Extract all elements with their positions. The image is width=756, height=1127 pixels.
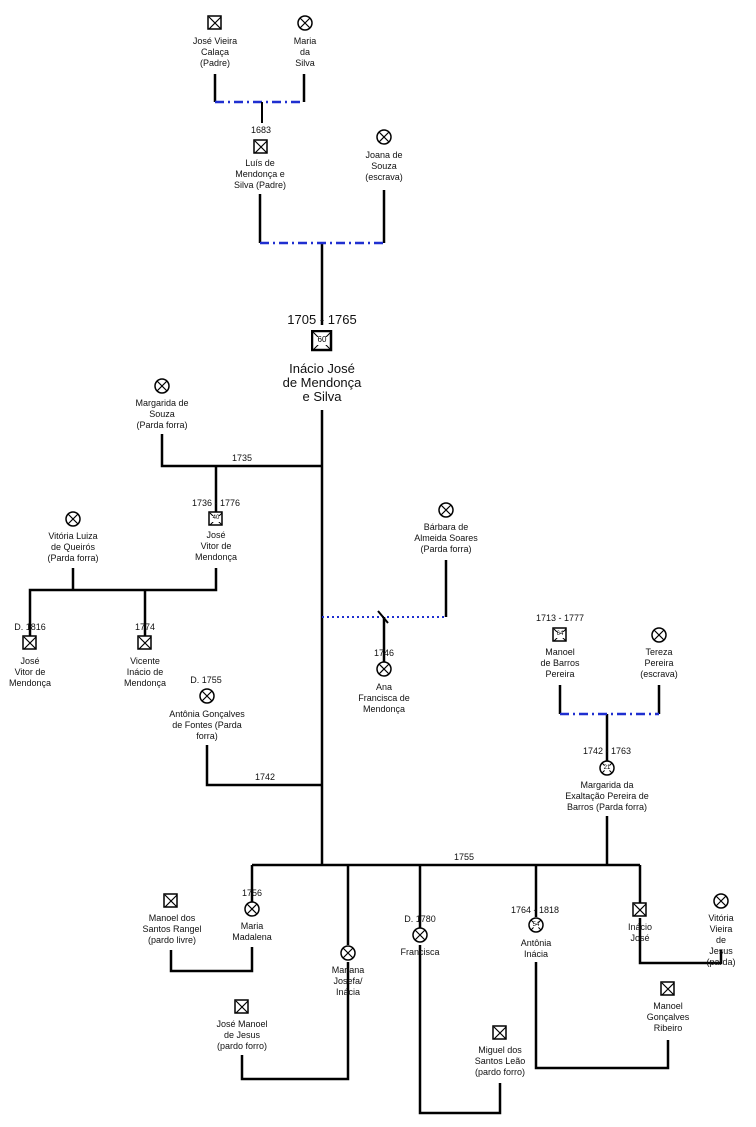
name-mariana: Mariana Josefa/ Inácia	[331, 965, 365, 997]
name-antonia-inacia: Antônia Inácia	[520, 938, 552, 959]
female-deceased-symbol-margarida-souza	[154, 378, 170, 399]
name-margarida-souza: Margarida de Souza (Parda forra)	[135, 398, 189, 430]
name-barbara: Bárbara de Almeida Soares (Parda forra)	[414, 522, 478, 554]
female-deceased-symbol-tereza	[651, 627, 667, 648]
name-jose-manoel: José Manoel de Jesus (pardo forro)	[216, 1019, 268, 1051]
male-deceased-symbol-manoel-gr	[660, 981, 676, 1002]
female-deceased-symbol-maria-madalena	[244, 901, 260, 922]
female-deceased-symbol-margarida-ex: 21	[599, 760, 615, 781]
marriage-date-1755: 1755	[453, 852, 475, 862]
female-deceased-symbol-mariana	[340, 945, 356, 966]
name-jose-vieira: José Vieira Calaça (Padre)	[192, 36, 238, 68]
dates-jose-vitor: 1736 - 1776	[191, 498, 241, 508]
dates-manoel-bp: 1713 - 1777	[535, 613, 585, 623]
male-deceased-symbol-jose-vitor: 40	[208, 511, 224, 532]
male-deceased-symbol-inacio-jose	[632, 902, 648, 923]
name-vitoria-vieira: Vitória Vieira de Jesus (parda)	[706, 913, 736, 967]
name-manoel-sr: Manoel dos Santos Rangel (pardo livre)	[142, 913, 202, 945]
age-label: 64	[556, 631, 564, 637]
dates-antonia-inacia: 1764 - 1818	[510, 905, 560, 915]
name-ana: Ana Francisca de Mendonça	[358, 682, 410, 714]
female-deceased-symbol-antonia-gf	[199, 688, 215, 709]
male-deceased-symbol-manoel-bp: 64	[552, 627, 568, 648]
female-deceased-symbol-vitoria-vieira	[713, 893, 729, 914]
dates-vicente: 1774	[134, 622, 156, 632]
name-jose-vitor-jr: José Vitor de Mendonça	[8, 656, 52, 688]
age-label: 60	[317, 335, 327, 344]
name-jose-vitor: José Vitor de Mendonça	[194, 530, 238, 562]
male-deceased-symbol-miguel	[492, 1025, 508, 1046]
dates-jose-vitor-jr: D. 1816	[14, 622, 46, 632]
name-tereza: Tereza Pereira (escrava)	[640, 647, 678, 679]
name-manoel-bp: Manoel de Barros Pereira	[540, 647, 580, 679]
name-vicente: Vicente Inácio de Mendonça	[123, 656, 167, 688]
age-label: 21	[603, 765, 611, 771]
male-deceased-symbol-manoel-sr	[163, 893, 179, 914]
name-margarida-ex: Margarida da Exaltação Pereira de Barros…	[565, 780, 649, 812]
dates-maria-madalena: 1756	[241, 888, 263, 898]
male-deceased-symbol-luis	[253, 139, 269, 160]
female-deceased-symbol-barbara	[438, 502, 454, 523]
name-joana: Joana de Souza (escrava)	[365, 150, 403, 182]
female-deceased-symbol-maria-silva	[297, 15, 313, 36]
male-deceased-symbol-inacio: 60	[310, 329, 333, 357]
dates-inacio: 1705 - 1765	[287, 312, 357, 327]
name-maria-madalena: Maria Madalena	[232, 921, 272, 942]
age-label: 54	[532, 922, 540, 928]
name-francisca: Francisca	[400, 947, 440, 957]
marriage-date-1742: 1742	[254, 772, 276, 782]
female-deceased-symbol-joana	[376, 129, 392, 150]
name-luis: Luís de Mendonça e Silva (Padre)	[233, 158, 287, 190]
name-inacio-jose: Inácio José	[627, 922, 653, 943]
male-deceased-symbol-jose-manoel	[234, 999, 250, 1020]
female-deceased-symbol-francisca	[412, 927, 428, 948]
dates-ana: 1746	[373, 648, 395, 658]
female-deceased-symbol-vitoria-luiza	[65, 511, 81, 532]
name-inacio: Inácio José de Mendonça e Silva	[282, 361, 362, 404]
male-deceased-symbol-jose-vitor-jr	[22, 635, 38, 656]
male-deceased-symbol-jose-vieira	[207, 15, 223, 36]
dates-antonia-gf: D. 1755	[190, 675, 222, 685]
name-vitoria-luiza: Vitória Luiza de Queirós (Parda forra)	[47, 531, 99, 563]
female-deceased-symbol-ana	[376, 661, 392, 682]
name-manoel-gr: Manoel Gonçalves Ribeiro	[646, 1001, 690, 1033]
name-antonia-gf: Antônia Gonçalves de Fontes (Parda forra…	[169, 709, 245, 741]
female-deceased-symbol-antonia-inacia: 54	[528, 917, 544, 938]
name-miguel: Miguel dos Santos Leão (pardo forro)	[474, 1045, 526, 1077]
male-deceased-symbol-vicente	[137, 635, 153, 656]
age-label: 40	[212, 515, 220, 521]
marriage-date-1735: 1735	[231, 453, 253, 463]
dates-margarida-ex: 1742 - 1763	[582, 746, 632, 756]
dates-francisca: D. 1780	[404, 914, 436, 924]
name-maria-silva: Maria da Silva	[293, 36, 317, 68]
dates-luis: 1683	[250, 125, 272, 135]
